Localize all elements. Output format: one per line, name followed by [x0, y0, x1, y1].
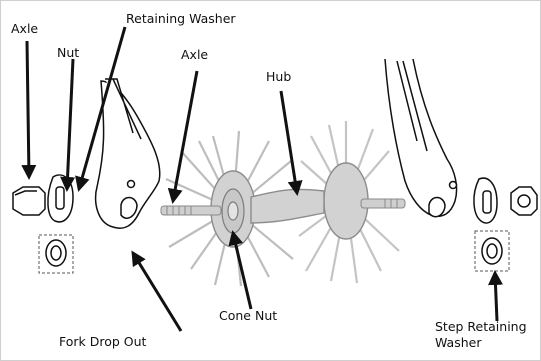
- label-hub: Hub: [266, 69, 291, 85]
- label-step-retaining-washer-line2: Washer: [435, 335, 481, 351]
- right-fork-dropout-shape: [385, 59, 457, 217]
- arrow-step-retaining-washer: [495, 273, 497, 321]
- label-axle-left: Axle: [11, 21, 38, 37]
- label-axle-center: Axle: [181, 47, 208, 63]
- label-cone-nut: Cone Nut: [219, 308, 277, 324]
- label-retaining-washer: Retaining Washer: [126, 11, 236, 27]
- arrow-nut: [67, 59, 73, 189]
- label-step-retaining-washer-line1: Step Retaining: [435, 319, 527, 335]
- arrow-fork-drop-out: [133, 253, 181, 331]
- left-hardware: [13, 175, 73, 273]
- arrow-axle-center: [173, 71, 197, 201]
- right-hardware: [474, 178, 537, 271]
- arrow-axle-left: [27, 41, 29, 177]
- cone-nut-shape: [222, 189, 244, 233]
- arrow-hub: [281, 91, 297, 193]
- label-nut: Nut: [57, 45, 79, 61]
- label-fork-drop-out: Fork Drop Out: [59, 334, 146, 350]
